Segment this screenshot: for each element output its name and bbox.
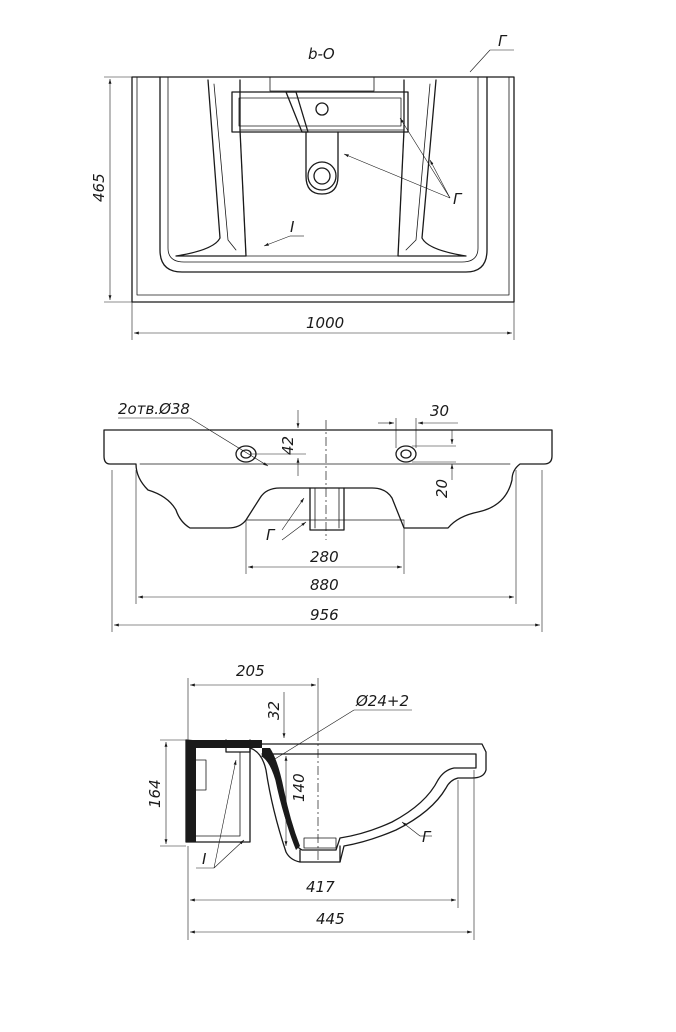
dim-465-label: 465 <box>90 173 108 202</box>
top-view-leader-g2 <box>399 117 451 199</box>
dim-32-label: 32 <box>265 701 283 720</box>
top-view-basin-floor <box>239 129 405 257</box>
front-view: 2отв.Ø38 42 30 20 Г 280 880 <box>103 400 553 632</box>
dim-880-label: 880 <box>310 576 339 594</box>
side-view-label-g: Г <box>422 828 432 846</box>
front-view-hole-right <box>395 445 417 463</box>
top-view-bowl-outline <box>159 76 488 273</box>
top-view-left-wall-inner <box>213 83 237 251</box>
top-view-tap-hole <box>315 102 329 116</box>
side-view-leader-drain <box>269 709 355 763</box>
front-view-drain <box>309 487 345 531</box>
top-view: b-O Г Г I 465 1000 <box>90 32 515 340</box>
top-view-tap-panel-inner <box>238 97 402 127</box>
top-view-right-wall <box>397 79 467 257</box>
front-view-leader-holes <box>189 417 269 467</box>
top-view-leader-g3 <box>429 159 451 199</box>
top-view-back-plinth <box>269 76 375 92</box>
dim-140-label: 140 <box>290 773 308 802</box>
dim-30-label: 30 <box>430 402 449 420</box>
dim-205-label: 205 <box>236 662 265 680</box>
top-view-drain-outer <box>307 161 337 191</box>
dim-20-label: 20 <box>433 479 451 498</box>
dim-1000-label: 1000 <box>306 314 344 332</box>
dim-42-label: 42 <box>279 436 297 455</box>
front-view-body <box>103 429 553 529</box>
top-view-label-g-top: Г <box>498 32 508 50</box>
top-view-label-i: I <box>290 218 295 236</box>
top-view-label-g-bowl: Г <box>453 190 463 208</box>
top-view-leader-i <box>263 235 291 247</box>
top-view-left-wall <box>175 79 247 257</box>
top-view-right-wall-inner <box>405 83 431 251</box>
side-view-label-i: I <box>202 850 207 868</box>
top-view-drain-channel <box>305 131 339 195</box>
dim-280-label: 280 <box>310 548 339 566</box>
dim-956-label: 956 <box>310 606 339 624</box>
front-view-label-g: Г <box>266 526 276 544</box>
top-view-tap-panel <box>231 91 409 133</box>
side-view-bowl-outer <box>249 743 487 863</box>
top-view-label-bo: b-O <box>308 45 335 63</box>
top-view-leader-g1 <box>343 153 451 199</box>
top-view-overflow-slot <box>285 91 309 133</box>
dim-164-label: 164 <box>146 779 164 808</box>
front-view-label-holes: 2отв.Ø38 <box>118 400 190 418</box>
dim-drain-label: Ø24+2 <box>355 692 409 710</box>
top-view-leader-g <box>469 49 491 73</box>
side-view: 205 32 Ø24+2 140 164 I Г 417 4 <box>146 662 487 940</box>
top-view-bowl-inner <box>167 76 479 263</box>
dim-445-label: 445 <box>316 910 345 928</box>
dim-417-label: 417 <box>306 878 335 896</box>
top-view-drain-inner <box>313 167 331 185</box>
side-view-drain <box>303 837 337 849</box>
